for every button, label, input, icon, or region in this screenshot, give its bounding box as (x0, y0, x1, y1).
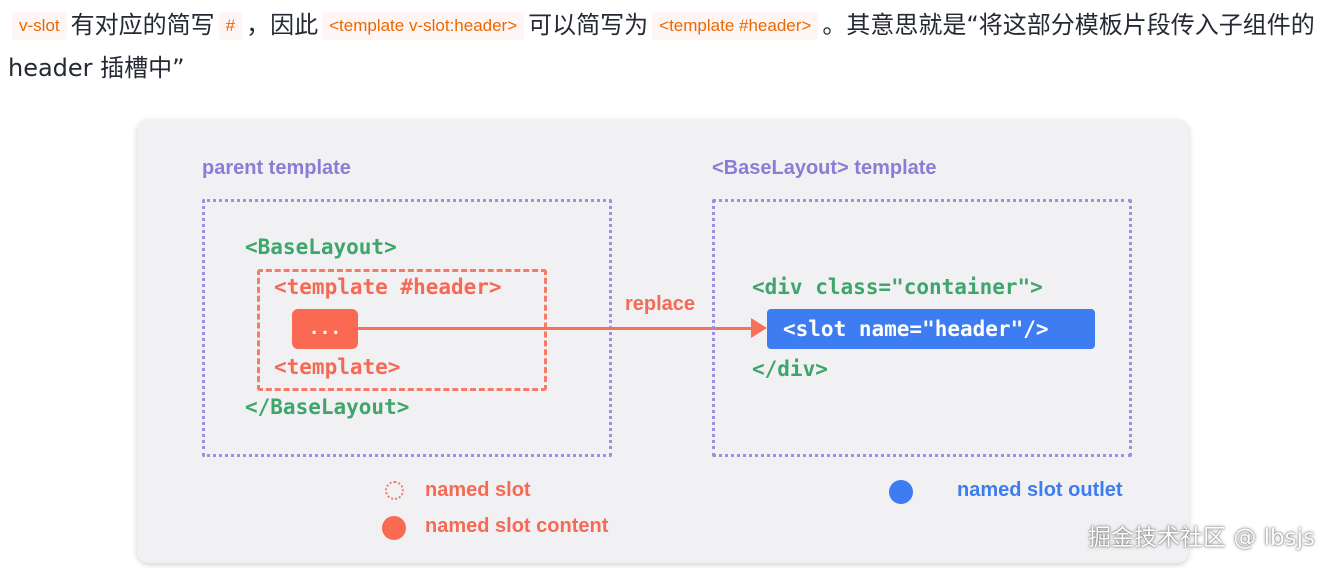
named-slot-outlet-legend-icon (889, 480, 913, 504)
named-slot-outlet-legend-label: named slot outlet (957, 479, 1123, 501)
inline-code-template-vslot: <template v-slot:header> (322, 12, 525, 40)
named-slot-content-legend-label: named slot content (425, 515, 609, 537)
replace-label: replace (625, 293, 696, 315)
named-slot-box (257, 269, 547, 391)
paragraph-text-1: 有对应的简写 (70, 11, 215, 39)
paragraph-text-4: 。其意思就是“将这部分模板片段传入子组件的 header 插槽中” (8, 11, 1315, 82)
named-slot-legend-icon (385, 481, 404, 500)
template-header-open-tag: <template #header> (274, 275, 502, 299)
named-slot-content-legend-icon (382, 516, 406, 540)
inline-code-template-hash: <template #header> (652, 12, 819, 40)
slot-content-block: ... (292, 309, 358, 349)
inline-code-vslot: v-slot (12, 12, 67, 40)
div-container-open-tag: <div class="container"> (752, 275, 1043, 299)
baselayout-open-tag: <BaseLayout> (245, 235, 397, 259)
replace-arrow-line (358, 327, 754, 330)
slot-diagram: parent template <BaseLayout> <template #… (137, 119, 1189, 563)
inline-code-hash: # (218, 12, 243, 40)
child-template-title: <BaseLayout> template (712, 157, 937, 179)
baselayout-close-tag: </BaseLayout> (245, 395, 410, 419)
parent-template-title: parent template (202, 157, 351, 179)
named-slot-outlet-block: <slot name="header"/> (767, 309, 1095, 349)
watermark: 掘金技术社区 @ lbsjs (1088, 525, 1315, 551)
paragraph-text-3: 可以简写为 (528, 11, 649, 39)
template-close-tag: <template> (274, 355, 401, 379)
named-slot-legend-label: named slot (425, 479, 531, 501)
child-template-box (712, 199, 1132, 457)
arrow-head-icon (751, 318, 767, 338)
div-close-tag: </div> (752, 357, 828, 381)
paragraph-text-2: ，因此 (246, 11, 319, 39)
